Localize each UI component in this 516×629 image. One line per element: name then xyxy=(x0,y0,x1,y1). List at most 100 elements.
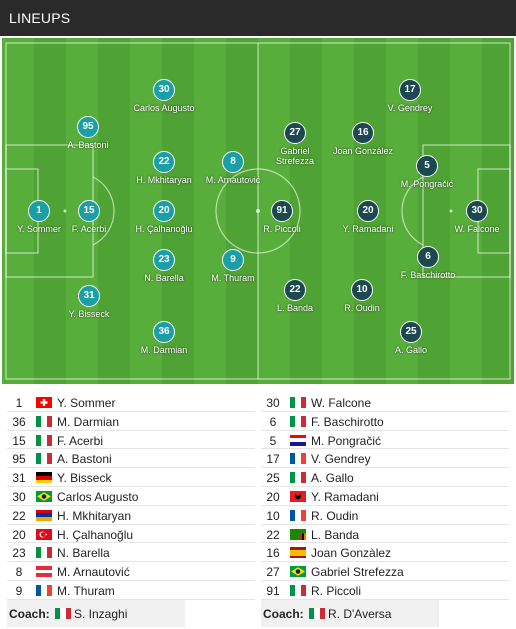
zambia-flag-icon xyxy=(290,528,306,540)
lineup-row[interactable]: 22 H. Mkhitaryan xyxy=(7,506,255,525)
player-name[interactable]: R. Piccoli xyxy=(311,583,362,598)
shirt-number: 16 xyxy=(266,546,280,561)
player-number-badge: 36 xyxy=(153,321,175,343)
player-name-label: M. Pongračić xyxy=(400,179,454,189)
italy-flag-icon xyxy=(36,547,52,559)
player-name[interactable]: Gabriel Strefezza xyxy=(311,565,404,580)
away-coach: Coach: R. D'Aversa xyxy=(261,600,439,627)
shirt-number: 10 xyxy=(266,508,280,523)
lineup-row[interactable]: 10 R. Oudin xyxy=(261,506,509,525)
player-name[interactable]: R. Oudin xyxy=(311,508,359,523)
albania-flag-icon xyxy=(290,490,306,502)
player-name-label: Y. Sommer xyxy=(17,224,61,234)
player-number-badge: 95 xyxy=(77,116,99,138)
france-flag-icon xyxy=(36,584,52,596)
shirt-number: 22 xyxy=(12,508,26,523)
lineup-row[interactable]: 9 M. Thuram xyxy=(7,581,255,600)
player-name[interactable]: F. Baschirotto xyxy=(311,414,384,429)
lineup-row[interactable]: 36 M. Darmian xyxy=(7,412,255,431)
italy-flag-icon xyxy=(290,472,306,484)
shirt-number: 9 xyxy=(15,583,23,598)
player-name[interactable]: W. Falcone xyxy=(311,396,372,410)
player-name[interactable]: M. Darmian xyxy=(57,414,120,429)
player-name[interactable]: Y. Bisseck xyxy=(57,471,112,486)
lineup-row[interactable]: 20 H. Çalhanoğlu xyxy=(7,525,255,544)
player-name-label: Y. Bisseck xyxy=(68,309,110,319)
shirt-number: 36 xyxy=(12,414,26,429)
player-number-badge: 31 xyxy=(78,285,100,307)
home-pitch-player[interactable]: 31 Y. Bisseck xyxy=(57,285,121,319)
player-name[interactable]: Y. Sommer xyxy=(57,396,116,410)
player-number-badge: 10 xyxy=(351,279,373,301)
shirt-number: 17 xyxy=(266,452,280,467)
player-name[interactable]: A. Bastoni xyxy=(57,452,112,467)
player-name[interactable]: Carlos Augusto xyxy=(57,489,139,504)
player-number-badge: 20 xyxy=(153,200,175,222)
player-name[interactable]: Joan Gonzàlez xyxy=(311,546,392,561)
shirt-number: 22 xyxy=(266,527,280,542)
shirt-number: 20 xyxy=(12,527,26,542)
player-name[interactable]: A. Gallo xyxy=(311,471,354,486)
austria-flag-icon xyxy=(36,566,52,578)
home-coach-name: S. Inzaghi xyxy=(74,607,128,621)
italy-flag-icon xyxy=(36,415,52,427)
lineup-row[interactable]: 15 F. Acerbi xyxy=(7,431,255,450)
lineup-row[interactable]: 16 Joan Gonzàlez xyxy=(261,543,509,563)
page-title: LINEUPS xyxy=(9,10,71,26)
italy-flag-icon xyxy=(290,397,306,408)
lineup-row[interactable]: 22 L. Banda xyxy=(261,525,509,544)
player-name[interactable]: Y. Ramadani xyxy=(311,489,379,504)
player-name[interactable]: M. Thuram xyxy=(57,583,115,598)
player-name[interactable]: H. Mkhitaryan xyxy=(57,508,132,523)
player-name[interactable]: F. Acerbi xyxy=(57,433,104,448)
player-name-label: F. Acerbi xyxy=(71,224,107,234)
player-name[interactable]: H. Çalhanoğlu xyxy=(57,527,134,542)
player-name[interactable]: N. Barella xyxy=(57,546,110,561)
shirt-number: 15 xyxy=(12,433,26,448)
player-name[interactable]: M. Arnautović xyxy=(57,565,130,580)
coach-label: Coach: xyxy=(263,607,304,621)
player-name[interactable]: V. Gendrey xyxy=(311,452,371,467)
lineups-header: LINEUPS xyxy=(0,0,516,36)
player-name[interactable]: L. Banda xyxy=(311,527,360,542)
player-name[interactable]: M. Pongračić xyxy=(311,433,382,448)
lineup-row[interactable]: 17 V. Gendrey xyxy=(261,449,509,469)
player-name-label: A. Gallo xyxy=(394,345,427,355)
player-name-label: Carlos Augusto xyxy=(133,103,195,113)
brazil-flag-icon xyxy=(290,566,306,578)
